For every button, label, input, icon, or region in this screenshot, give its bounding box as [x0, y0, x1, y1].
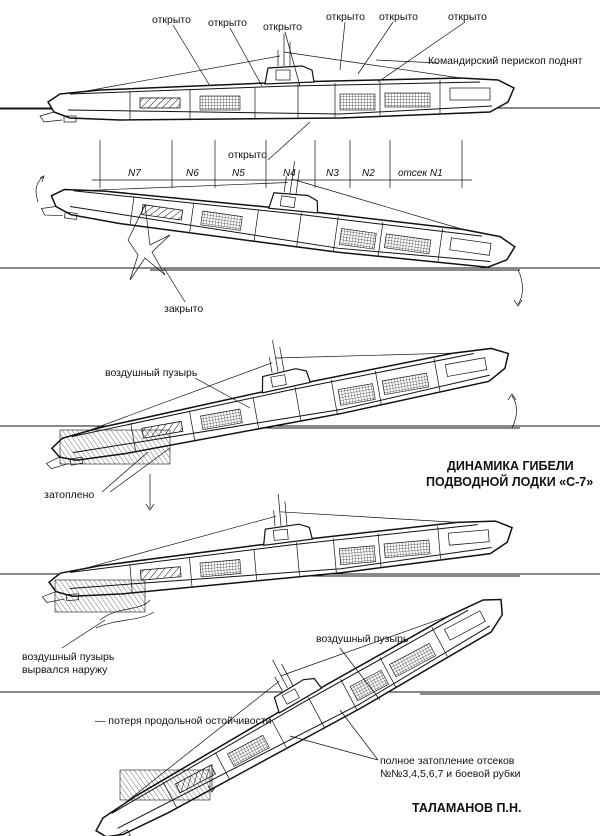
label-open-3: открыто	[263, 21, 302, 33]
labels: открыто открыто открыто открыто открыто …	[22, 11, 593, 815]
label-air-bubble-2: воздушный пузырь	[316, 633, 409, 645]
flooded-stern-2	[54, 579, 146, 613]
flooded-compartments	[119, 769, 211, 801]
label-open-6: открыто	[448, 11, 487, 23]
label-open-5: открыто	[379, 11, 418, 23]
author-signature: ТАЛАМАНОВ П.Н.	[412, 801, 521, 815]
label-stability-loss: — потеря продольной остойчивости	[95, 715, 272, 727]
title-line-2: ПОДВОДНОЙ ЛОДКИ «С-7»	[426, 474, 593, 489]
label-air-bubble-1: воздушный пузырь	[105, 367, 198, 379]
panel-3-stern-flooded	[0, 299, 600, 511]
compartment-n2: N2	[362, 168, 375, 179]
label-open-4: открыто	[326, 11, 365, 23]
label-closed: закрыто	[164, 303, 203, 315]
panel-4-bubble-escaped	[0, 473, 600, 649]
panel-5-vertical	[0, 551, 600, 836]
submarine-2	[39, 126, 524, 282]
panel-1-surface	[0, 21, 600, 188]
flooded-stern	[59, 429, 171, 465]
label-open-1: открыто	[152, 14, 191, 26]
compartment-n7: N7	[128, 168, 141, 179]
title-line-1: ДИНАМИКА ГИБЕЛИ	[447, 459, 574, 473]
panel-2-stern-sinking	[0, 126, 600, 307]
compartment-n4: N4	[283, 168, 296, 179]
label-escaped-line-2: вырвался наружу	[22, 664, 108, 676]
label-flooded: затоплено	[44, 489, 94, 501]
compartment-n3: N3	[326, 168, 339, 179]
compartment-n6: N6	[186, 168, 199, 179]
label-full-flood-line-2: №№3,4,5,6,7 и боевой рубки	[380, 768, 521, 780]
label-open-2: открыто	[208, 17, 247, 29]
compartment-n1: отсек N1	[398, 168, 443, 179]
label-full-flood-line-1: полное затопление отсеков	[380, 755, 515, 767]
label-periscope-raised: Командирский перископ поднят	[428, 55, 583, 67]
label-open-7: открыто	[228, 149, 267, 161]
compartment-n5: N5	[232, 168, 245, 179]
label-escaped-line-1: воздушный пузырь	[22, 651, 115, 663]
submarine-1	[39, 33, 515, 123]
